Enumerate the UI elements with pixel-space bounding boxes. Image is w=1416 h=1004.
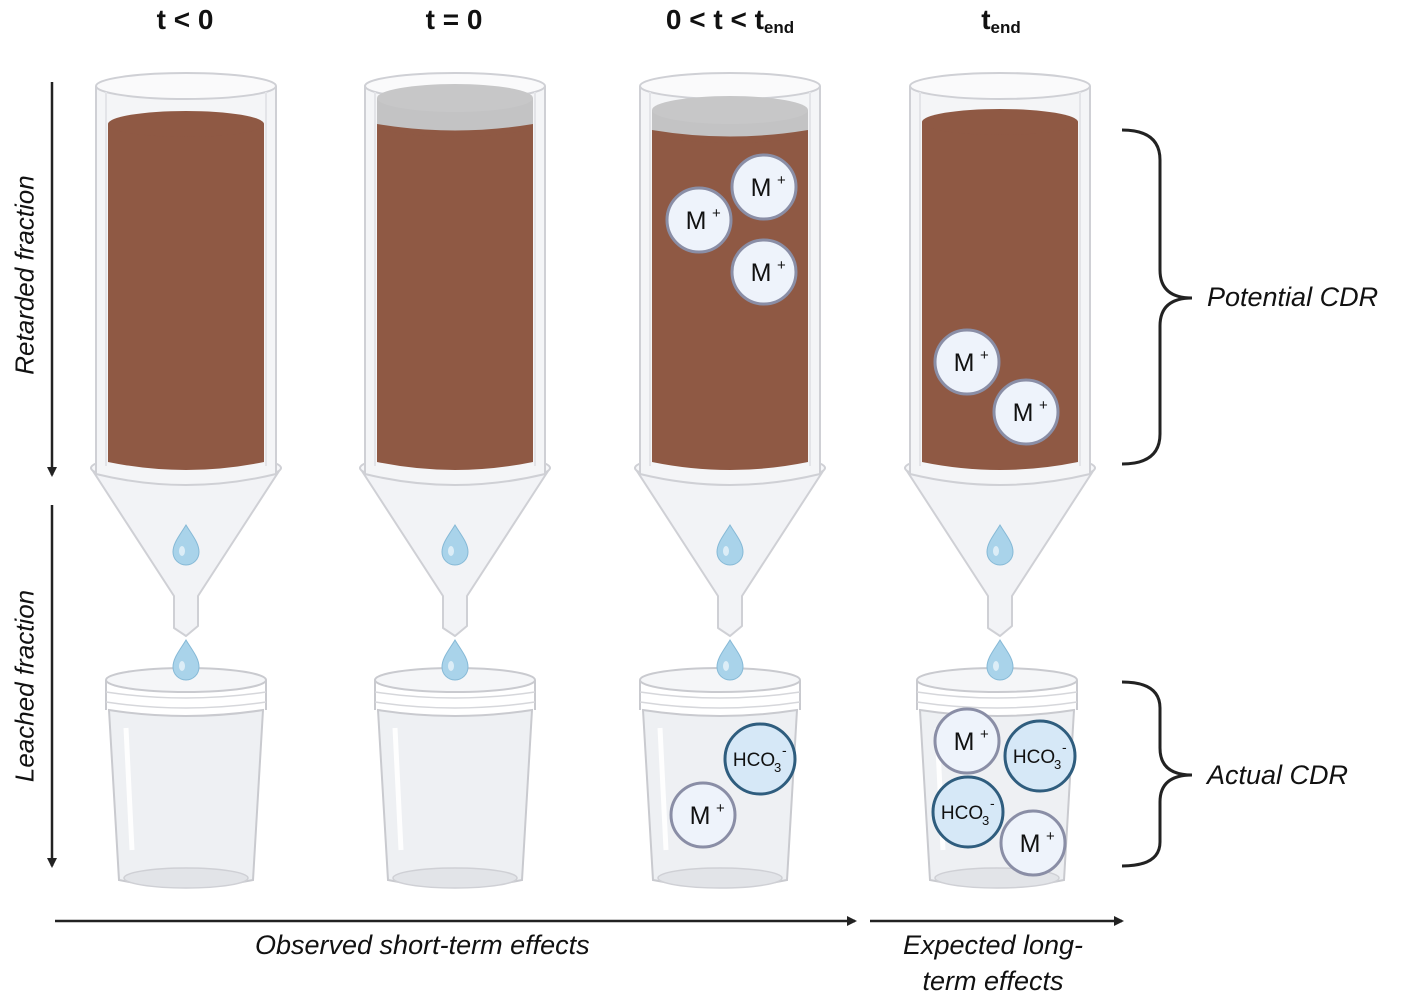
cation-icon — [665, 186, 733, 254]
header-main: 0 < t < t — [665, 4, 764, 35]
long-term-label-line2: term effects — [922, 966, 1064, 996]
cation-icon — [730, 238, 798, 306]
water-drop-icon — [172, 639, 200, 681]
short-term-label: Observed short-term effects — [255, 930, 590, 960]
soil-top — [108, 111, 264, 137]
actual-brace — [1121, 680, 1193, 868]
cation-icon — [992, 378, 1060, 446]
column-t-zero — [359, 72, 551, 888]
potential-cdr-label: Potential CDR — [1207, 282, 1379, 312]
header-t-before: t < 0 — [75, 4, 295, 38]
water-layer-top — [377, 84, 533, 112]
header-t-during: 0 < t < tend — [620, 4, 840, 38]
leached-fraction-label: Leached fraction — [9, 589, 40, 783]
header-main: t — [981, 4, 991, 35]
water-drop-icon — [986, 639, 1014, 681]
header-t-end: tend — [891, 4, 1111, 38]
water-layer-top — [652, 96, 808, 124]
cation-icon — [999, 809, 1067, 877]
soil-column — [377, 124, 533, 470]
bicarbonate-icon — [723, 722, 797, 796]
collection-cup — [106, 668, 266, 888]
water-drop-icon — [716, 639, 744, 681]
column-t-end — [904, 72, 1096, 888]
header-t-zero: t = 0 — [344, 4, 564, 38]
cation-icon — [933, 707, 1001, 775]
collection-cup — [375, 668, 535, 888]
soil-top — [922, 109, 1078, 135]
column-t-during — [634, 72, 826, 888]
header-main: t < 0 — [156, 4, 214, 35]
retarded-fraction-label: Retarded fraction — [9, 175, 40, 375]
column-t-before — [90, 72, 282, 888]
header-sub: end — [990, 18, 1021, 37]
bicarbonate-icon — [931, 775, 1005, 849]
potential-brace — [1121, 128, 1193, 466]
cation-icon — [669, 781, 737, 849]
actual-cdr-label: Actual CDR — [1207, 760, 1349, 790]
cation-icon — [730, 153, 798, 221]
water-drop-icon — [441, 639, 469, 681]
cation-icon — [933, 328, 1001, 396]
bicarbonate-icon — [1003, 719, 1077, 793]
long-term-label-line1: Expected long- — [902, 930, 1084, 960]
header-sub: end — [763, 18, 795, 37]
soil-column — [108, 124, 264, 470]
header-main: t = 0 — [425, 4, 483, 35]
